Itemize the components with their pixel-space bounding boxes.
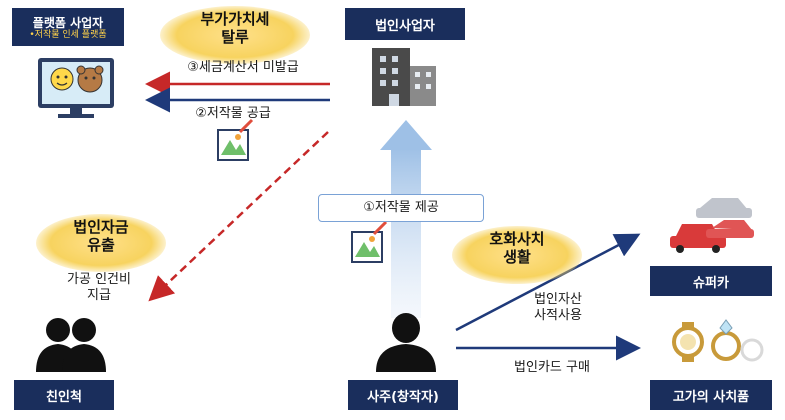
car-icon	[670, 198, 754, 253]
platform-sub-label: •저작물 인세 플랫폼	[29, 29, 107, 40]
card-purchase-label: 법인카드 구매	[514, 360, 590, 375]
jewelry-icon	[672, 319, 764, 362]
fund-outflow-label: 법인자금 유출	[73, 218, 129, 254]
processing-pay-label: 가공 인건비 지급	[67, 272, 131, 304]
supply-label: ②저작물 공급	[195, 106, 271, 121]
supercar-box: 슈퍼카	[650, 266, 772, 296]
fund-outflow-arrow	[148, 131, 329, 302]
owner-box: 사주(창작자)	[348, 380, 458, 410]
relatives-box: 친인척	[14, 380, 114, 410]
artwork-icon	[217, 118, 254, 161]
platform-label: 플랫폼 사업자	[32, 15, 104, 30]
vat-evasion-label: 부가가치세 탈루	[200, 10, 270, 46]
luxury-life-label: 호화사치 생활	[489, 230, 545, 266]
people-icon	[36, 318, 106, 372]
highlight-bg	[160, 6, 310, 64]
person-icon	[376, 313, 436, 372]
provide-label: ①저작물 제공	[318, 194, 484, 222]
building-icon	[372, 48, 436, 106]
private-use-arrow	[455, 233, 641, 332]
monitor-icon	[38, 58, 114, 118]
luxury-box: 고가의 사치품	[650, 380, 772, 410]
corporate-box: 법인사업자	[345, 8, 465, 40]
invoice-label: ③세금계산서 미발급	[187, 60, 299, 75]
private-use-label: 법인자산 사적사용	[534, 292, 582, 324]
artwork-icon	[351, 220, 388, 263]
highlight-bg	[452, 226, 582, 284]
platform-box: 플랫폼 사업자 •저작물 인세 플랫폼	[12, 8, 124, 46]
upward-flow-arrow	[380, 120, 432, 318]
highlight-bg	[36, 214, 166, 272]
